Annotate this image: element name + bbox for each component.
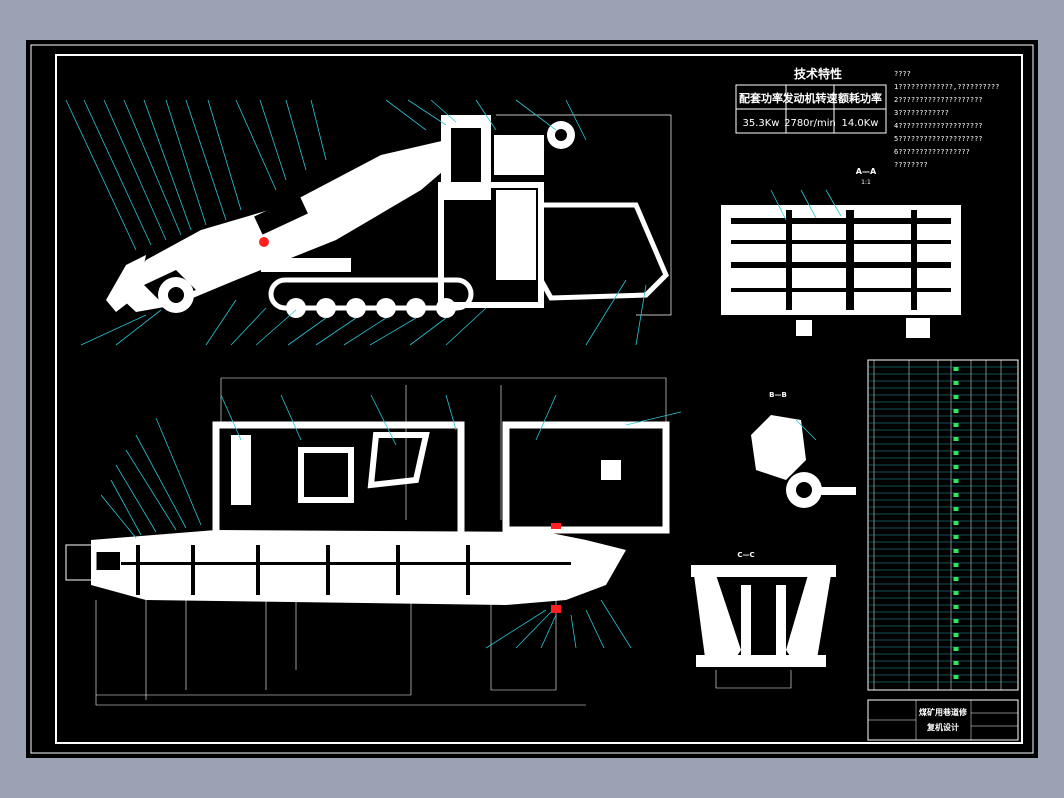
note-line: ???????? <box>894 161 928 169</box>
note-line: 6????????????????? <box>894 148 970 156</box>
cad-drawing: 技术特性 配套功率 发动机转速 额耗功率 35.3Kw 2780r/min 14… <box>30 44 1034 754</box>
section-a-a-scale: 1:1 <box>861 179 871 186</box>
section-c-c-label: C—C <box>737 551 754 559</box>
title-line-1: 煤矿用巷道修 <box>919 707 968 717</box>
drawing-sheet: 技术特性 配套功率 发动机转速 额耗功率 35.3Kw 2780r/min 14… <box>26 40 1038 758</box>
tech-spec-table: 技术特性 配套功率 发动机转速 额耗功率 35.3Kw 2780r/min 14… <box>735 66 887 134</box>
spec-header-1: 配套功率 <box>739 91 783 105</box>
spec-header-2: 发动机转速 <box>782 91 838 105</box>
section-a-a-view: A—A 1:1 <box>721 167 961 338</box>
note-line: ???? <box>894 70 911 78</box>
spec-value-1: 35.3Kw <box>742 118 779 129</box>
side-elevation-view <box>65 99 672 346</box>
section-c-c-view: C—C <box>691 551 836 689</box>
section-b-b-view: B—B <box>751 391 856 508</box>
tech-spec-title: 技术特性 <box>794 66 842 81</box>
section-b-b-label: B—B <box>769 391 787 399</box>
spec-value-2: 2780r/min <box>784 118 836 129</box>
section-a-a-label: A—A <box>856 167 877 176</box>
outer-frame <box>30 44 1034 754</box>
inner-frame <box>55 54 1023 744</box>
note-line: 4???????????????????? <box>894 122 983 130</box>
note-line: 1?????????????,?????????? <box>894 83 999 91</box>
title-block: 煤矿用巷道修 复机设计 <box>867 699 1019 741</box>
note-line: 5???????????????????? <box>894 135 983 143</box>
title-line-2: 复机设计 <box>926 722 959 732</box>
technical-notes: ???? 1?????????????,?????????? 2????????… <box>894 70 999 169</box>
spec-header-3: 额耗功率 <box>838 91 882 105</box>
note-line: 2???????????????????? <box>894 96 983 104</box>
note-line: 3???????????? <box>894 109 949 117</box>
bill-of-materials <box>867 359 1019 691</box>
plan-view <box>65 377 682 706</box>
spec-value-3: 14.0Kw <box>841 118 878 129</box>
